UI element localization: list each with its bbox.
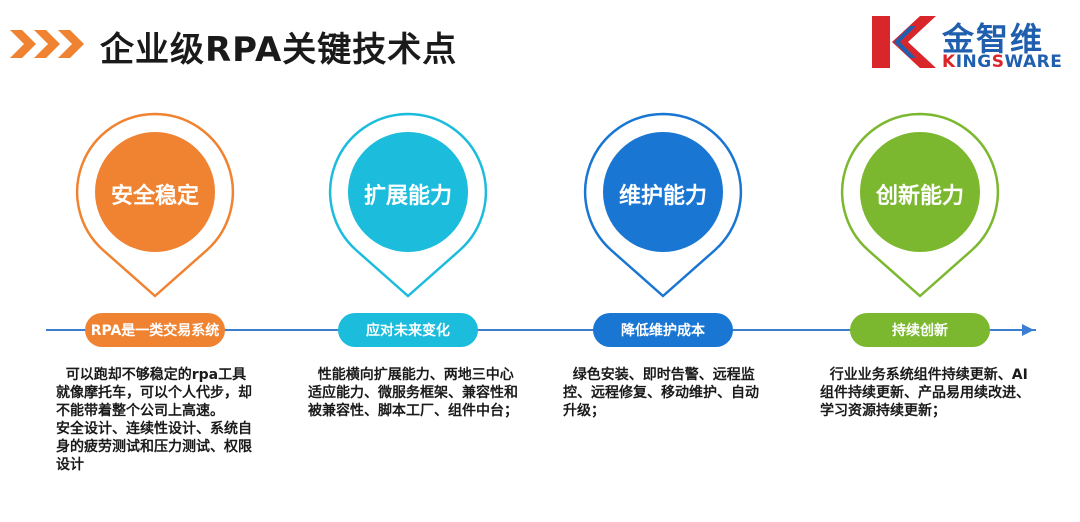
pill-extensibility: 应对未来变化	[338, 313, 478, 347]
chevron-arrows-icon	[10, 30, 84, 58]
pill-safety: RPA是一类交易系统	[85, 313, 225, 347]
desc-paragraph: 可以跑却不够稳定的rpa工具就像摩托车，可以个人代步，却不能带着整个公司上高速。	[56, 367, 252, 419]
pin-extensibility: 扩展能力	[323, 110, 493, 300]
pin-title: 安全稳定	[110, 184, 199, 209]
desc-extensibility: 性能横向扩展能力、两地三中心适应能力、微服务框架、兼容性和被兼容性、脚本工厂、组…	[308, 366, 518, 420]
pin-safety: 安全稳定	[70, 110, 240, 300]
map-pin-icon	[328, 112, 488, 298]
pin-title: 维护能力	[618, 184, 707, 209]
map-pin-icon	[840, 112, 1000, 298]
desc-paragraph: 绿色安装、即时告警、远程监控、远程修复、移动维护、自动升级；	[563, 367, 759, 419]
logo-chinese-name: 金智维	[942, 20, 1045, 58]
pill-maintenance: 降低维护成本	[593, 313, 733, 347]
desc-paragraph: 性能横向扩展能力、两地三中心适应能力、微服务框架、兼容性和被兼容性、脚本工厂、组…	[308, 367, 518, 419]
desc-maintenance: 绿色安装、即时告警、远程监控、远程修复、移动维护、自动升级；	[563, 366, 768, 420]
desc-safety: 可以跑却不够稳定的rpa工具就像摩托车，可以个人代步，却不能带着整个公司上高速。…	[56, 366, 252, 474]
logo-english-name: KINGSWARE	[942, 52, 1063, 72]
page-title: 企业级RPA关键技术点	[100, 30, 458, 70]
timeline-line	[46, 329, 1036, 331]
k-logo-icon	[872, 16, 936, 68]
header: 企业级RPA关键技术点 金智维 KINGSWARE	[0, 0, 1080, 90]
map-pin-icon	[75, 112, 235, 298]
timeline-arrow-icon	[1022, 324, 1034, 336]
desc-innovation: 行业业务系统组件持续更新、AI组件持续更新、产品易用续改进、学习资源持续更新；	[820, 366, 1030, 420]
pin-maintenance: 维护能力	[578, 110, 748, 300]
pin-title: 创新能力	[875, 184, 964, 209]
desc-paragraph: 安全设计、连续性设计、系统自身的疲劳测试和压力测试、权限设计	[56, 421, 252, 473]
pin-innovation: 创新能力	[835, 110, 1005, 300]
pin-title: 扩展能力	[363, 184, 452, 209]
kingsware-logo: 金智维 KINGSWARE	[872, 12, 1072, 74]
pill-innovation: 持续创新	[850, 313, 990, 347]
map-pin-icon	[583, 112, 743, 298]
desc-paragraph: 行业业务系统组件持续更新、AI组件持续更新、产品易用续改进、学习资源持续更新；	[820, 367, 1030, 419]
